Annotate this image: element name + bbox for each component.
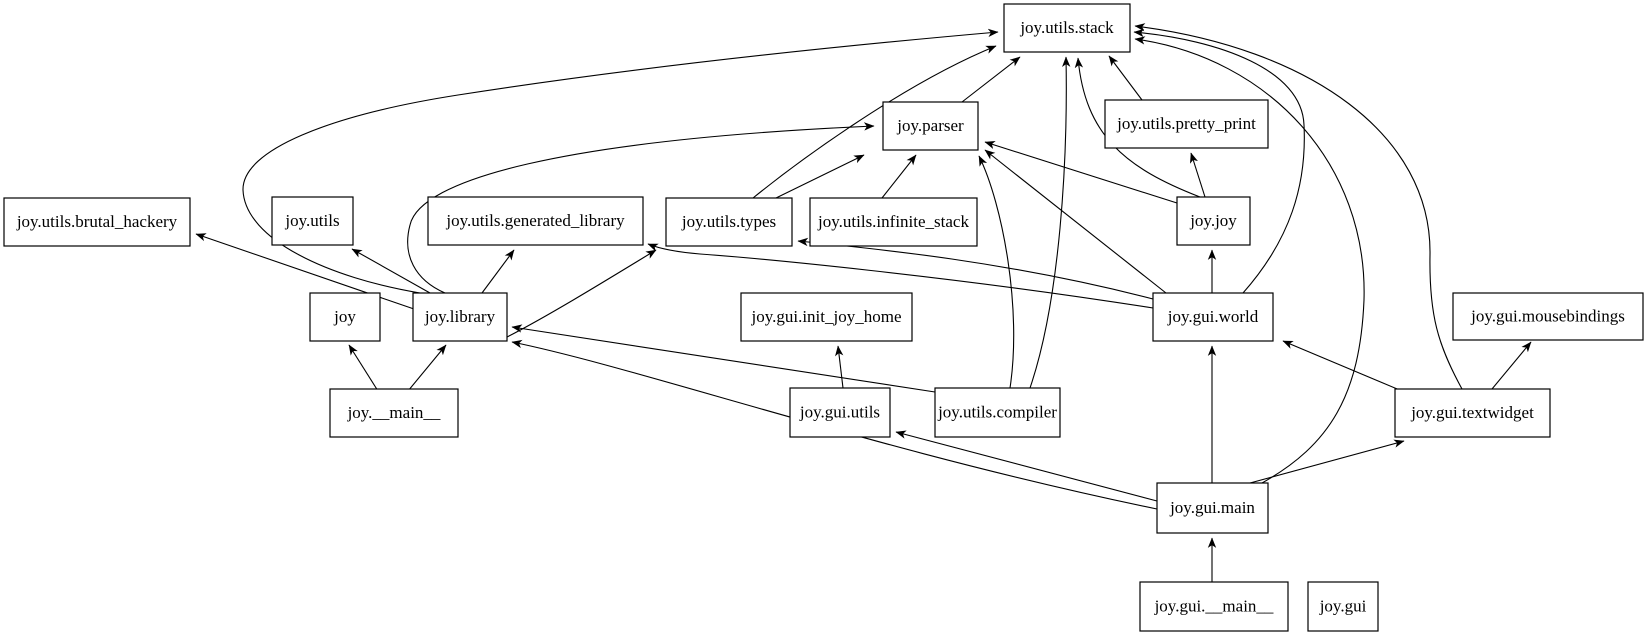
node-joy.utils.pretty_print: joy.utils.pretty_print	[1104, 99, 1269, 149]
edge-joy.utils.compiler-to-joy.library	[511, 324, 936, 393]
node-joy.gui.main: joy.gui.main	[1156, 482, 1269, 534]
node-box-joy.utils.stack	[1003, 3, 1131, 53]
node-joy.__main__: joy.__main__	[329, 388, 459, 438]
node-joy.gui.textwidget: joy.gui.textwidget	[1394, 388, 1551, 438]
node-joy.utils.brutal_hackery: joy.utils.brutal_hackery	[3, 197, 191, 247]
edge-joy.gui.main-to-joy.utils.stack	[1134, 36, 1365, 484]
node-label-joy.utils: joy.utils	[284, 211, 339, 230]
edge-joy.gui.textwidget-to-joy.gui.world	[1282, 340, 1403, 392]
edge-joy.library-to-joy.utils	[351, 248, 431, 294]
edges-layer	[195, 23, 1532, 582]
edge-joy.library-to-joy.utils.types	[506, 249, 657, 338]
node-label-joy.__main__: joy.__main__	[347, 403, 441, 422]
edge-joy.utils.pretty_print-to-joy.utils.stack	[1108, 55, 1143, 101]
node-box-joy.utils	[271, 196, 354, 246]
node-label-joy.joy: joy.joy	[1189, 211, 1237, 230]
edge-joy.gui.main-to-joy.library	[511, 339, 1158, 510]
node-joy.utils: joy.utils	[271, 196, 354, 246]
node-joy.gui.__main__: joy.gui.__main__	[1139, 581, 1289, 632]
node-label-joy.utils.pretty_print: joy.utils.pretty_print	[1116, 114, 1256, 133]
node-label-joy.utils.infinite_stack: joy.utils.infinite_stack	[817, 212, 969, 231]
node-joy.library: joy.library	[412, 292, 508, 342]
node-label-joy.gui.world: joy.gui.world	[1167, 307, 1259, 326]
edge-joy.utils.types-to-joy.utils.stack	[752, 45, 997, 199]
node-label-joy.gui.__main__: joy.gui.__main__	[1154, 596, 1274, 615]
node-label-joy.utils.brutal_hackery: joy.utils.brutal_hackery	[16, 212, 178, 231]
edge-joy.parser-to-joy.utils.stack	[961, 56, 1021, 103]
edge-joy.__main__-to-joy.library	[407, 344, 447, 392]
node-box-joy.gui.init_joy_home	[740, 292, 913, 342]
edge-joy.gui.textwidget-to-joy.gui.mousebindings	[1491, 341, 1532, 390]
node-box-joy.gui.mousebindings	[1452, 292, 1644, 341]
node-label-joy.utils.stack: joy.utils.stack	[1019, 18, 1114, 37]
node-label-joy.utils.compiler: joy.utils.compiler	[937, 402, 1057, 421]
edge-joy.library-to-joy.utils.generated_library	[481, 249, 515, 294]
node-box-joy.gui.__main__	[1139, 581, 1289, 632]
node-joy.gui.mousebindings: joy.gui.mousebindings	[1452, 292, 1644, 341]
node-box-joy.gui	[1307, 581, 1379, 632]
edge-joy.gui.world-to-joy.utils.stack	[1133, 28, 1305, 294]
node-box-joy.gui.textwidget	[1394, 388, 1551, 438]
node-box-joy.utils.brutal_hackery	[3, 197, 191, 247]
edge-joy.joy-to-joy.utils.pretty_print	[1190, 152, 1206, 198]
node-box-joy.utils.types	[665, 197, 793, 247]
node-box-joy.utils.pretty_print	[1104, 99, 1269, 149]
node-box-joy.gui.main	[1156, 482, 1269, 534]
edge-joy.library-to-joy.parser	[407, 122, 875, 294]
node-joy.parser: joy.parser	[882, 101, 979, 151]
node-label-joy.utils.types: joy.utils.types	[681, 212, 776, 231]
node-joy: joy	[309, 292, 381, 342]
edge-joy.gui.main-to-joy.gui.textwidget	[1249, 439, 1405, 484]
edge-joy.utils.infinite_stack-to-joy.parser	[881, 154, 917, 199]
node-joy.utils.generated_library: joy.utils.generated_library	[427, 196, 644, 246]
node-box-joy.utils.compiler	[934, 387, 1061, 438]
node-label-joy.library: joy.library	[424, 307, 496, 326]
node-joy.gui.utils: joy.gui.utils	[789, 387, 891, 438]
node-joy.utils.compiler: joy.utils.compiler	[934, 387, 1061, 438]
node-label-joy.gui: joy.gui	[1319, 596, 1367, 615]
node-box-joy.gui.world	[1152, 292, 1274, 342]
node-joy.gui.init_joy_home: joy.gui.init_joy_home	[740, 292, 913, 342]
edge-joy.gui.world-to-joy.parser	[984, 149, 1167, 294]
node-label-joy.gui.utils: joy.gui.utils	[799, 402, 880, 421]
node-box-joy.joy	[1176, 196, 1251, 246]
node-box-joy.utils.infinite_stack	[809, 197, 978, 247]
node-label-joy.parser: joy.parser	[896, 116, 964, 135]
node-label-joy: joy	[333, 307, 356, 326]
edge-joy.__main__-to-joy	[348, 344, 379, 392]
edge-joy.utils.types-to-joy.parser	[775, 154, 865, 199]
edge-joy.gui.main-to-joy.gui.utils	[895, 430, 1158, 502]
node-label-joy.gui.textwidget: joy.gui.textwidget	[1410, 403, 1534, 422]
node-box-joy.parser	[882, 101, 979, 151]
node-box-joy.utils.generated_library	[427, 196, 644, 246]
node-box-joy	[309, 292, 381, 342]
node-joy.gui: joy.gui	[1307, 581, 1379, 632]
edge-joy.gui.textwidget-to-joy.utils.stack	[1134, 23, 1463, 390]
edge-joy.gui.world-to-joy.utils.types	[797, 237, 1154, 300]
node-label-joy.gui.main: joy.gui.main	[1169, 498, 1255, 517]
edge-joy.utils.compiler-to-joy.parser	[978, 155, 1015, 389]
node-joy.gui.world: joy.gui.world	[1152, 292, 1274, 342]
node-label-joy.utils.generated_library: joy.utils.generated_library	[445, 211, 625, 230]
edge-joy.library-to-joy.utils.stack	[242, 28, 999, 294]
edge-joy.gui.utils-to-joy.gui.init_joy_home	[835, 345, 844, 389]
edge-joy.joy-to-joy.parser	[984, 141, 1178, 204]
node-label-joy.gui.mousebindings: joy.gui.mousebindings	[1470, 306, 1625, 325]
node-box-joy.gui.utils	[789, 387, 891, 438]
node-box-joy.library	[412, 292, 508, 342]
node-joy.utils.stack: joy.utils.stack	[1003, 3, 1131, 53]
node-joy.utils.infinite_stack: joy.utils.infinite_stack	[809, 197, 978, 247]
edge-joy.utils.compiler-to-joy.utils.stack	[1029, 56, 1071, 389]
node-joy.utils.types: joy.utils.types	[665, 197, 793, 247]
node-box-joy.__main__	[329, 388, 459, 438]
nodes-layer: joy.utils.stack joy.parser joy.utils.prett…	[3, 3, 1644, 632]
node-label-joy.gui.init_joy_home: joy.gui.init_joy_home	[750, 307, 901, 326]
edge-joy.gui.world-to-joy.utils.generated_library	[647, 243, 1154, 309]
node-joy.joy: joy.joy	[1176, 196, 1251, 246]
